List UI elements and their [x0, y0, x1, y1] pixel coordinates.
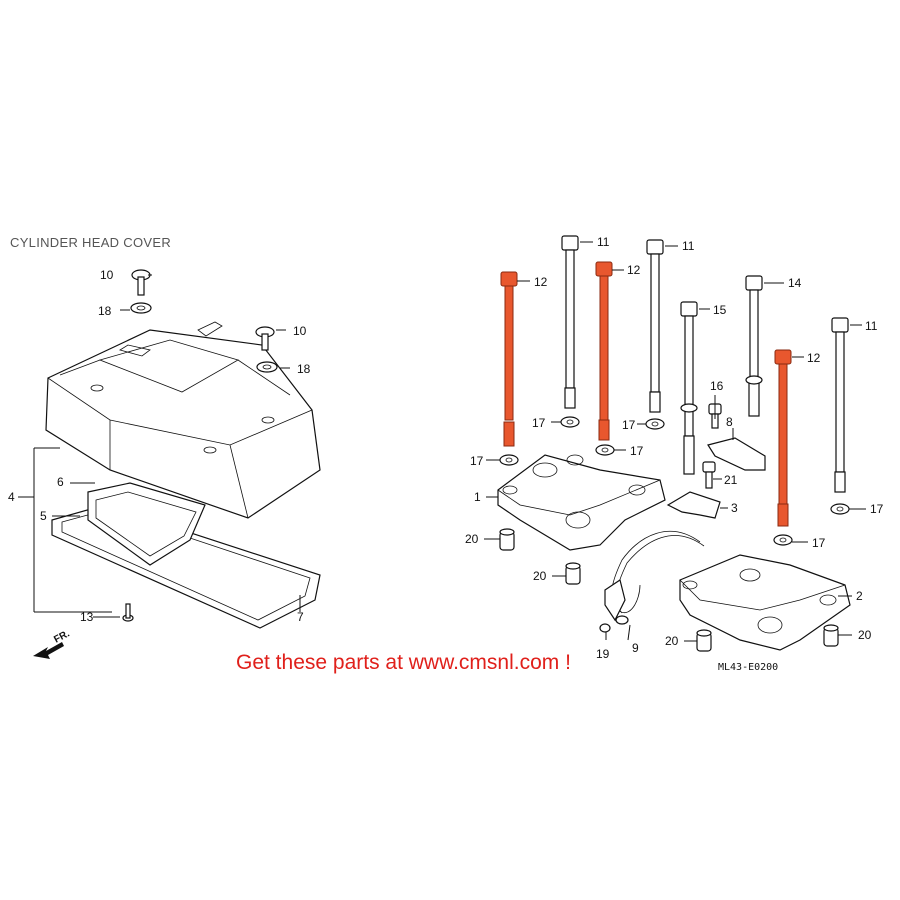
callout-19: 19 [596, 647, 610, 661]
washers-17 [499, 375, 850, 546]
callout-14: 14 [788, 276, 802, 290]
plug-hole-seal [87, 482, 206, 566]
callout-13: 13 [80, 610, 94, 624]
bracket-4 [33, 447, 112, 613]
callout-17f: 17 [812, 536, 826, 550]
callout-11b: 11 [682, 239, 695, 253]
diagram-title: CYLINDER HEAD COVER [10, 235, 171, 250]
callout-17c: 17 [470, 454, 484, 468]
callout-8: 8 [726, 415, 733, 429]
callout-20c: 20 [858, 628, 872, 642]
bolt-12a [500, 271, 518, 447]
callout-1: 1 [474, 490, 481, 504]
bolt-11c [831, 317, 849, 493]
callout-12a: 12 [534, 275, 548, 289]
callout-16: 16 [710, 379, 724, 393]
callout-17d: 17 [630, 444, 644, 458]
cylinder-head-cover [45, 321, 321, 519]
bracket-8 [707, 437, 766, 471]
camshaft-holder-2 [679, 554, 851, 651]
callout-12b: 12 [627, 263, 641, 277]
callout-17a: 17 [532, 416, 546, 430]
callout-18a: 18 [98, 304, 112, 318]
oil-pipe-9 [599, 530, 705, 633]
callout-17e: 17 [870, 502, 884, 516]
leader-lines [484, 241, 866, 642]
callout-4: 4 [8, 490, 15, 504]
callout-7: 7 [297, 610, 304, 624]
bolt-15 [680, 301, 698, 475]
callout-15: 15 [713, 303, 727, 317]
cover-bolt-10b [255, 326, 278, 373]
callout-20a: 20 [465, 532, 479, 546]
dowel-pins-20 [499, 528, 839, 652]
promo-text: Get these parts at www.cmsnl.com ! [236, 651, 571, 674]
callout-10b: 10 [293, 324, 307, 338]
cover-bolt-13 [122, 603, 134, 622]
callout-5: 5 [40, 509, 47, 523]
callout-12c: 12 [807, 351, 821, 365]
callout-20b: 20 [533, 569, 547, 583]
diagram-code: ML43-E0200 [718, 662, 778, 673]
callout-21: 21 [724, 473, 738, 487]
callout-17b: 17 [622, 418, 636, 432]
callout-2: 2 [856, 589, 863, 603]
camshaft-holder-1 [497, 454, 666, 551]
bolt-11b [646, 239, 664, 413]
bolt-11a [561, 235, 579, 409]
cover-bolt-10a [130, 269, 152, 314]
callout-11a: 11 [597, 235, 610, 249]
callout-18b: 18 [297, 362, 311, 376]
callout-3: 3 [731, 501, 738, 515]
front-arrow-icon: FR. [33, 628, 72, 659]
bolt-12c [774, 349, 792, 527]
bolt-21 [702, 461, 716, 489]
front-label: FR. [52, 628, 72, 645]
callout-10a: 10 [100, 268, 114, 282]
bolt-12b [595, 261, 613, 441]
callout-9: 9 [632, 641, 639, 655]
clamp-3 [666, 491, 721, 519]
callout-6: 6 [57, 475, 64, 489]
callout-20d: 20 [665, 634, 679, 648]
bolt-14 [745, 275, 763, 417]
callout-11c: 11 [865, 319, 878, 333]
